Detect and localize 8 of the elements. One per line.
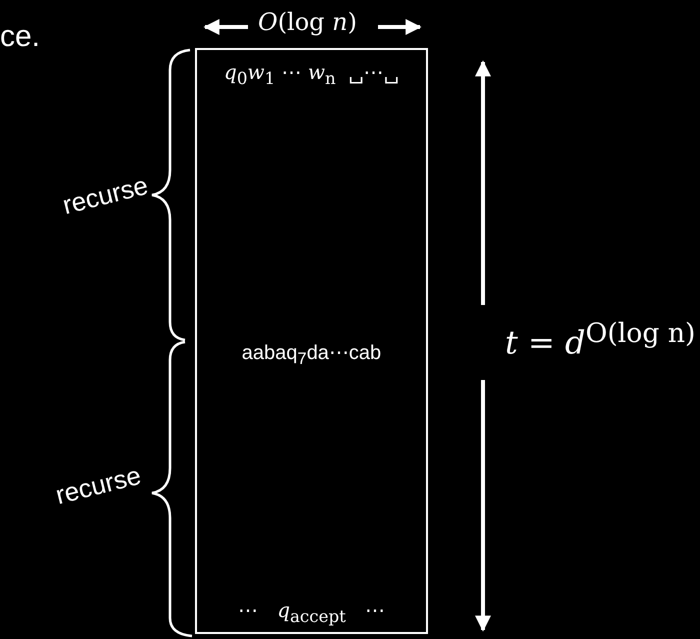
start-configuration: q$_{0}$w$_{1}$ ⋯ w$_{n}$ ␣⋯␣ [224,60,399,84]
brace-label: recurse [52,460,144,512]
brace-label: recurse [60,170,152,222]
middle-configuration: aabaq$_{7}$da⋯cab [242,342,382,364]
dimension-label: O(log n) [258,8,358,36]
body-text: ce. [0,20,40,54]
height-label: t = d$^{O(log n)}$ [505,318,696,362]
tableau-box [195,48,428,634]
